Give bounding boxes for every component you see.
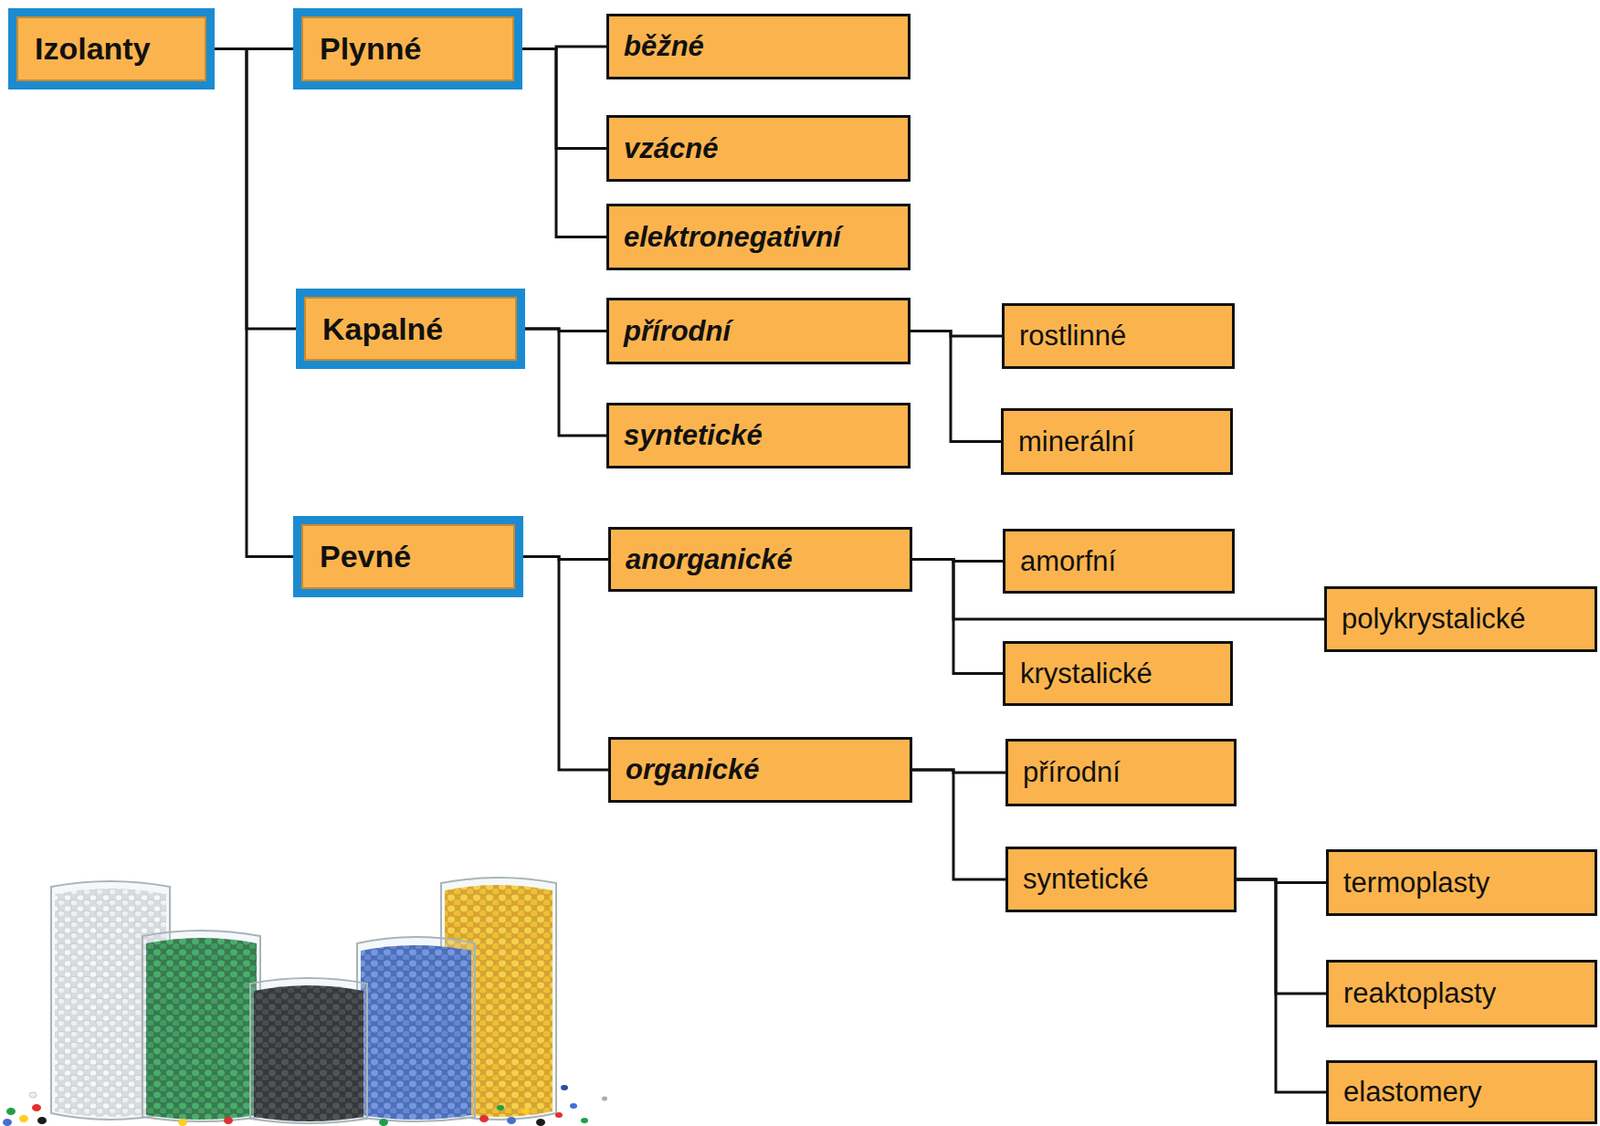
- node-label: syntetické: [623, 419, 763, 453]
- node-label: běžné: [623, 30, 705, 64]
- plastic-granules-illustration: [0, 872, 631, 1126]
- leaf-box: elastomery: [1326, 1060, 1598, 1125]
- category-box: Pevné: [293, 515, 524, 598]
- leaf-box: krystalické: [1002, 641, 1233, 706]
- subcategory-box: organické: [608, 736, 913, 803]
- node-label: elektronegativní: [623, 221, 842, 254]
- leaf-box: polykrystalické: [1324, 586, 1598, 653]
- leaf-box: amorfní: [1002, 528, 1235, 594]
- node-label: syntetické: [1022, 863, 1149, 896]
- tree-connector: [912, 559, 1003, 674]
- node-label: termoplasty: [1343, 866, 1490, 900]
- subcategory-box: přírodní: [606, 297, 911, 365]
- leaf-box: reaktoplasty: [1326, 959, 1598, 1028]
- tree-connector: [214, 49, 294, 558]
- node-label: krystalické: [1020, 657, 1153, 691]
- leaf-box: syntetické: [1005, 846, 1237, 913]
- node-label: přírodní: [623, 315, 731, 348]
- tree-connector: [525, 328, 607, 436]
- category-box: Kapalné: [295, 288, 526, 369]
- beaker-blue: [357, 936, 475, 1122]
- subcategory-box: vzácné: [606, 115, 911, 182]
- tree-connector: [522, 49, 607, 149]
- leaf-box: minerální: [1000, 408, 1233, 475]
- node-label: přírodní: [1022, 756, 1121, 790]
- node-label: anorganické: [625, 543, 793, 577]
- node-label: reaktoplasty: [1343, 977, 1496, 1011]
- category-box: Izolanty: [8, 8, 215, 90]
- node-label: vzácné: [623, 132, 718, 166]
- tree-connector: [1236, 879, 1327, 994]
- subcategory-box: syntetické: [606, 402, 911, 469]
- scattered-granules: [2, 1084, 608, 1126]
- node-label: amorfní: [1020, 545, 1116, 579]
- tree-connector: [1236, 879, 1327, 1093]
- beaker-black: [250, 978, 368, 1124]
- subcategory-box: běžné: [606, 13, 911, 80]
- node-label: Kapalné: [322, 311, 443, 348]
- tree-connector: [912, 769, 1006, 880]
- node-label: rostlinné: [1019, 319, 1127, 353]
- tree-connector: [522, 49, 607, 238]
- subcategory-box: elektronegativní: [606, 203, 911, 271]
- leaf-box: rostlinné: [1001, 303, 1235, 369]
- tree-connector: [214, 49, 296, 330]
- node-label: organické: [625, 753, 759, 787]
- category-box: Plynné: [293, 8, 523, 90]
- leaf-box: přírodní: [1005, 738, 1237, 807]
- tree-connector: [523, 557, 609, 771]
- node-label: Izolanty: [34, 31, 151, 67]
- subcategory-box: anorganické: [608, 526, 913, 592]
- beaker-green: [142, 930, 261, 1122]
- node-label: minerální: [1018, 425, 1136, 459]
- leaf-box: termoplasty: [1326, 849, 1598, 916]
- tree-connector: [910, 331, 1001, 443]
- node-label: Plynné: [319, 31, 422, 67]
- node-label: Pevné: [319, 538, 411, 575]
- node-label: polykrystalické: [1341, 602, 1527, 636]
- node-label: elastomery: [1343, 1075, 1483, 1109]
